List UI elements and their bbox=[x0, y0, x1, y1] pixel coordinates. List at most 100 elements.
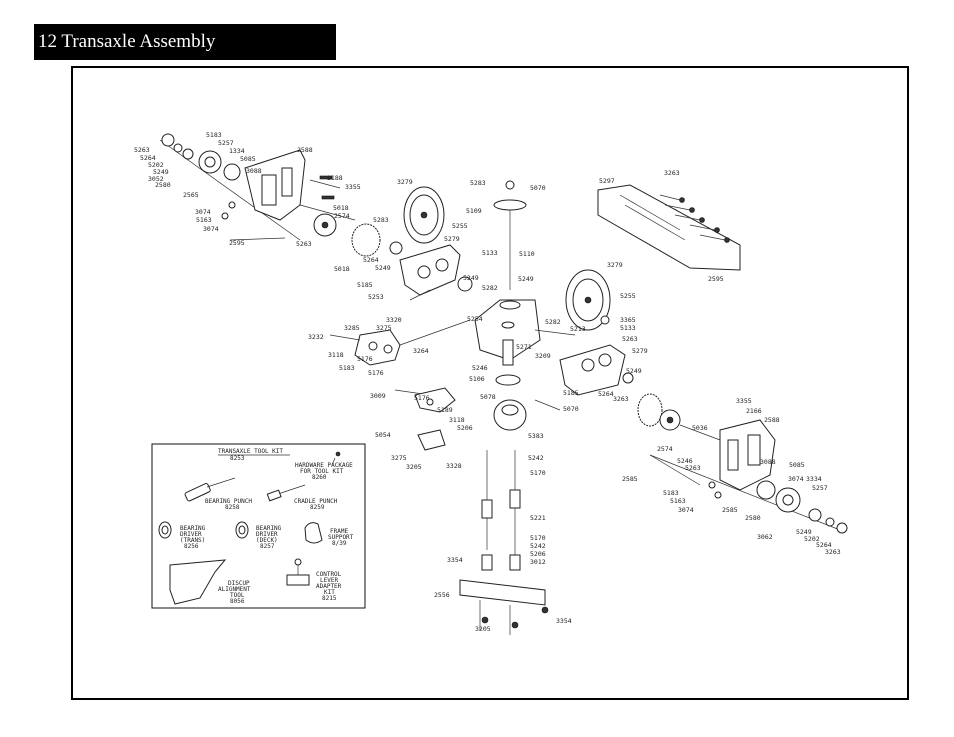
part-label: 5176 bbox=[357, 355, 373, 363]
part-label: 5253 bbox=[368, 293, 384, 301]
disc-tool-l1: DISCUP bbox=[228, 580, 250, 587]
disc-tool-l2: ALIGNMENT bbox=[218, 586, 251, 593]
bearing-punch-label: BEARING PUNCH bbox=[205, 498, 252, 505]
disc-tool-l3: TOOL bbox=[230, 592, 245, 599]
part-label: 3118 bbox=[449, 416, 465, 424]
part-label: 5264 bbox=[363, 256, 379, 264]
kit-title: TRANSAXLE TOOL KIT bbox=[218, 448, 283, 455]
part-label: 5183 bbox=[663, 489, 679, 497]
part-label: 5206 bbox=[457, 424, 473, 432]
part-label: 3088 bbox=[760, 458, 776, 466]
part-label: 5170 bbox=[530, 534, 546, 542]
part-label: 5263 bbox=[622, 335, 638, 343]
part-label: 5163 bbox=[670, 497, 686, 505]
part-label: 2574 bbox=[657, 445, 673, 453]
part-label: 5185 bbox=[563, 389, 579, 397]
part-label: 5249 bbox=[518, 275, 534, 283]
part-label: 5246 bbox=[472, 364, 488, 372]
part-callouts: 5183 5257 1334 5085 2588 5263 5264 5202 … bbox=[134, 131, 841, 633]
control-lever-l5: 8215 bbox=[322, 595, 337, 602]
bearing-driver-trans-l2: DRIVER bbox=[180, 531, 202, 538]
bearing-driver-trans-l3: (TRANS) bbox=[180, 537, 205, 544]
part-label: 5263 bbox=[296, 240, 312, 248]
tool-kit-box: TRANSAXLE TOOL KIT 8253 HARDWARE PACKAGE… bbox=[151, 443, 366, 609]
part-label: 3062 bbox=[757, 533, 773, 541]
part-label: 5255 bbox=[620, 292, 636, 300]
part-label: 5249 bbox=[375, 264, 391, 272]
kit-hardware-l3: 8260 bbox=[312, 474, 327, 481]
kit-hardware-l2: FOR TOOL KIT bbox=[300, 468, 344, 475]
part-label: 5242 bbox=[530, 542, 546, 550]
part-label: 2585 bbox=[722, 506, 738, 514]
right-frame-plate bbox=[597, 184, 741, 271]
left-linkage bbox=[329, 319, 471, 451]
part-label: 2580 bbox=[745, 514, 761, 522]
cradle-punch-label: CRADLE PUNCH bbox=[294, 498, 338, 505]
part-label: 5255 bbox=[452, 222, 468, 230]
part-label: 5110 bbox=[519, 250, 535, 258]
part-label: 5202 bbox=[804, 535, 820, 543]
part-label: 5078 bbox=[480, 393, 496, 401]
disc-tool-l4: 8056 bbox=[230, 598, 245, 605]
part-label: 2588 bbox=[297, 146, 313, 154]
part-label: 5249 bbox=[796, 528, 812, 536]
part-label: 3365 bbox=[620, 316, 636, 324]
part-label: 5176 bbox=[368, 369, 384, 377]
part-label: 5163 bbox=[196, 216, 212, 224]
part-label: 5263 bbox=[685, 464, 701, 472]
bearing-driver-deck-l3: (DECK) bbox=[256, 537, 278, 544]
part-label: 5036 bbox=[692, 424, 708, 432]
part-label: 5264 bbox=[140, 154, 156, 162]
frame-support-l3: 8/39 bbox=[332, 540, 347, 547]
frame-support-icon bbox=[304, 522, 323, 544]
part-label: 5282 bbox=[482, 284, 498, 292]
part-label: 3088 bbox=[246, 167, 262, 175]
part-label: 5106 bbox=[469, 375, 485, 383]
part-label: 5133 bbox=[482, 249, 498, 257]
part-label: 3275 bbox=[376, 324, 392, 332]
part-label: 5206 bbox=[530, 550, 546, 558]
part-label: 2580 bbox=[155, 181, 171, 189]
control-lever-icon bbox=[286, 558, 310, 586]
part-label: 3279 bbox=[397, 178, 413, 186]
kit-number: 8253 bbox=[230, 455, 245, 462]
page-title: 12 Transaxle Assembly bbox=[34, 24, 336, 60]
part-label: 3074 bbox=[195, 208, 211, 216]
bearing-driver-deck-icon bbox=[235, 521, 249, 539]
disc-tool-icon bbox=[169, 559, 227, 605]
part-label: 2565 bbox=[183, 191, 199, 199]
part-label: 5183 bbox=[206, 131, 222, 139]
part-label: 5183 bbox=[339, 364, 355, 372]
part-label: 5297 bbox=[599, 177, 615, 185]
part-label: 2588 bbox=[764, 416, 780, 424]
right-pulley bbox=[534, 269, 663, 427]
part-label: 5283 bbox=[373, 216, 389, 224]
part-label: 3334 bbox=[806, 475, 822, 483]
part-label: 5176 bbox=[414, 394, 430, 402]
part-label: 5257 bbox=[812, 484, 828, 492]
part-label: 5254 bbox=[467, 315, 483, 323]
part-label: 5070 bbox=[530, 184, 546, 192]
part-label: 3328 bbox=[446, 462, 462, 470]
part-label: 5279 bbox=[444, 235, 460, 243]
part-label: 3012 bbox=[530, 558, 546, 566]
control-lever-l4: KIT bbox=[324, 589, 335, 596]
part-label: 5109 bbox=[466, 207, 482, 215]
cradle-punch-icon bbox=[266, 484, 306, 502]
part-label: 3074 bbox=[203, 225, 219, 233]
part-label: 3275 bbox=[391, 454, 407, 462]
part-label: 5018 bbox=[333, 204, 349, 212]
control-lever-l3: ADAPTER bbox=[316, 583, 342, 590]
left-pulley-chain bbox=[351, 186, 473, 301]
part-label: 3209 bbox=[535, 352, 551, 360]
part-label: 5271 bbox=[516, 343, 532, 351]
part-label: 2574 bbox=[334, 212, 350, 220]
bearing-punch-icon bbox=[184, 477, 236, 502]
part-label: 5189 bbox=[437, 406, 453, 414]
control-lever-l2: LEVER bbox=[320, 577, 338, 584]
part-label: 2595 bbox=[708, 275, 724, 283]
part-label: 3074 bbox=[788, 475, 804, 483]
part-label: 5133 bbox=[620, 324, 636, 332]
part-label: 5018 bbox=[334, 265, 350, 273]
